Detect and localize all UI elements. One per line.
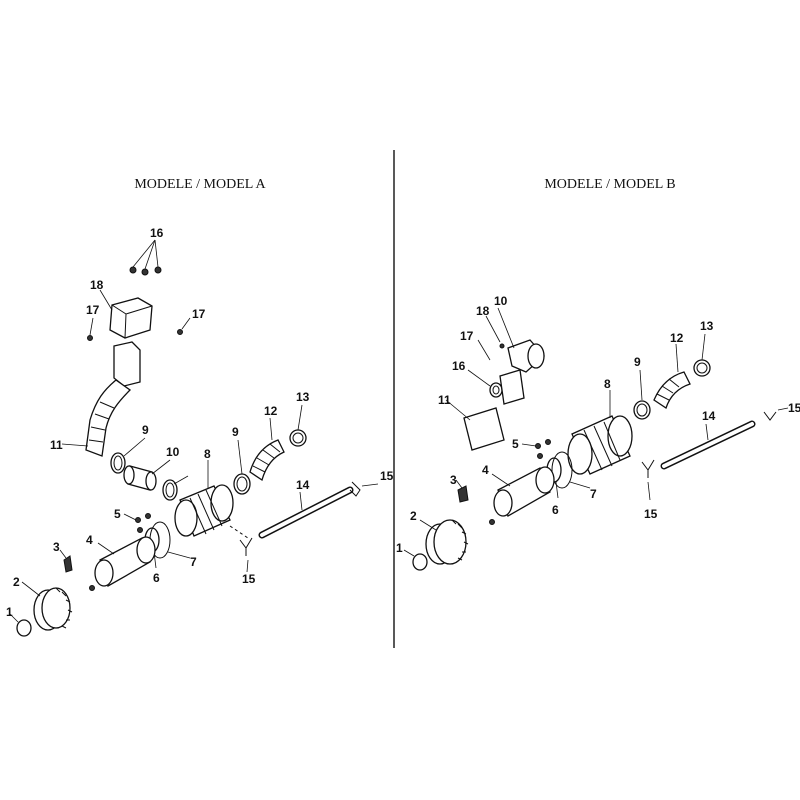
part-16-sleeve-b [499,369,525,405]
part-18-screw-b [499,343,505,349]
callout-1: 1 [396,541,403,555]
callout-14: 14 [702,409,716,423]
callout-16: 16 [452,359,466,373]
callout-15: 15 [242,572,256,586]
callout-13: 13 [700,319,714,333]
callout-9: 9 [142,423,149,437]
part-10-elbow-b [497,307,545,373]
callout-15: 15 [644,507,658,521]
callout-6: 6 [552,503,559,517]
part-1-o-ring-a [9,613,32,637]
callout-18: 18 [476,304,490,318]
part-18-cover [99,289,153,339]
callout-14: 14 [296,478,310,492]
callout-12: 12 [264,404,278,418]
callout-3: 3 [53,540,60,554]
part-9-clamp-a2 [162,475,189,501]
part-17-screw-right [177,329,183,335]
part-10-coupler-a [123,459,171,491]
part-5-fasteners-a [123,513,151,533]
part-16-clamp-b [467,369,503,398]
callout-16: 16 [150,226,164,240]
part-8-filter-housing-a [174,460,249,539]
callout-17: 17 [86,303,100,317]
callout-2: 2 [13,575,20,589]
part-3-screw-a [59,549,73,573]
callout-18: 18 [90,278,104,292]
part-3-pin-a [89,585,95,591]
part-9-clamp-a3 [233,439,251,495]
part-2-end-cap-b [419,519,469,565]
part-13-clamp-a [289,404,307,447]
callout-9: 9 [634,355,641,369]
part-15-clip-a2 [349,481,379,497]
callout-3: 3 [450,473,457,487]
part-14-drain-hose-a [258,486,354,539]
callout-12: 12 [670,331,684,345]
callout-17: 17 [192,307,206,321]
part-11-intake-duct [61,341,141,457]
callout-4: 4 [482,463,489,477]
model-a-title: MODELE / MODEL A [134,177,266,192]
part-17-lead-b [477,339,491,361]
callout-2: 2 [410,509,417,523]
callout-15: 15 [380,469,394,483]
part-7-seal-ring-b [551,451,591,489]
part-12-elbow-hose-a [249,417,285,482]
part-11-panel-b [445,399,505,451]
part-12-elbow-hose-b [653,343,691,410]
callout-9: 9 [232,425,239,439]
callout-5: 5 [512,437,519,451]
part-4-filter-element-a [94,536,156,587]
callout-5: 5 [114,507,121,521]
part-14-drain-hose-b [660,420,756,470]
callout-8: 8 [204,447,211,461]
part-13-clamp-b [693,333,711,377]
part-3-pin-b [489,519,495,525]
callout-11: 11 [50,438,63,452]
callout-8: 8 [604,377,611,391]
callout-11: 11 [438,393,451,407]
panel-model-b: MODELE / MODEL B [396,177,800,571]
part-8-filter-housing-b [567,390,633,475]
panel-model-a: MODELE / MODEL A [6,177,394,637]
callout-13: 13 [296,390,310,404]
callout-7: 7 [190,555,197,569]
part-15-clip-b2 [763,407,789,421]
part-5-fasteners-b [521,439,551,459]
part-17-screw-left [87,335,93,341]
part-9-clamp-b [633,369,651,420]
part-1-o-ring-b [403,549,428,571]
callout-4: 4 [86,533,93,547]
callout-17: 17 [460,329,474,343]
part-3-screw-b [455,479,469,503]
callout-10: 10 [166,445,180,459]
part-15-clip-b1 [641,459,655,501]
callout-7: 7 [590,487,597,501]
part-15-clip-a1 [239,537,253,573]
model-b-title: MODELE / MODEL B [544,177,675,192]
part-4-filter-element-b [491,466,555,517]
callout-15: 15 [788,401,800,415]
part-16-bolts [129,239,162,276]
callout-1: 1 [6,605,13,619]
part-2-end-cap-a [21,581,73,631]
part-9-clamp-a1 [110,437,146,474]
callout-6: 6 [153,571,160,585]
callout-10: 10 [494,294,508,308]
